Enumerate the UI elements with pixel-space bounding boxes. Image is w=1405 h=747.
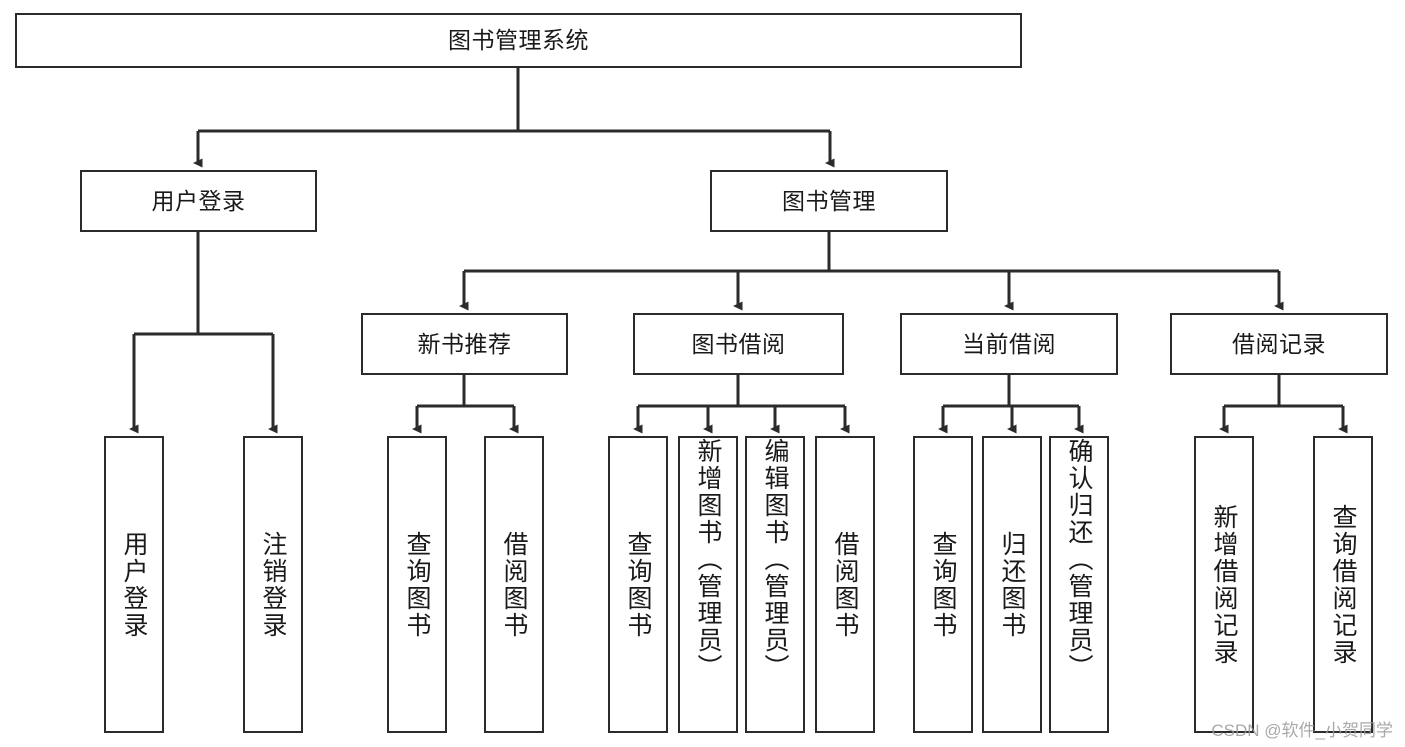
edge-bookborrow-to-leaves	[633, 375, 850, 434]
node-borrow-record[interactable]: 借阅记录	[1170, 313, 1388, 375]
node-new-book-recommend[interactable]: 新书推荐	[361, 313, 568, 375]
leaf-confirm-return-label: 确认归还（管理员）	[1065, 438, 1093, 681]
leaf-query-record-label: 查询借阅记录	[1329, 503, 1357, 666]
node-borrow-record-label: 借阅记录	[1232, 330, 1326, 357]
leaf-add-record-label: 新增借阅记录	[1210, 503, 1238, 666]
leaf-user-login-label: 用户登录	[120, 530, 148, 639]
leaf-user-logout[interactable]: 注销登录	[243, 436, 303, 733]
leaf-query-book-1-label: 查询图书	[403, 530, 431, 639]
node-user-login-label: 用户登录	[151, 187, 246, 214]
leaf-return-book[interactable]: 归还图书	[982, 436, 1042, 733]
leaf-add-book[interactable]: 新增图书（管理员）	[678, 436, 738, 733]
node-current-borrow[interactable]: 当前借阅	[900, 313, 1118, 375]
edge-currentborrow-to-leaves	[938, 375, 1084, 434]
leaf-add-record[interactable]: 新增借阅记录	[1194, 436, 1254, 733]
leaf-borrow-book-2[interactable]: 借阅图书	[815, 436, 875, 733]
node-user-login[interactable]: 用户登录	[80, 170, 317, 232]
leaf-edit-book-label: 编辑图书（管理员）	[761, 438, 789, 681]
node-root-label: 图书管理系统	[448, 27, 589, 53]
node-book-borrow-label: 图书借阅	[691, 330, 786, 357]
node-book-manage[interactable]: 图书管理	[710, 170, 948, 232]
edge-newbook-to-leaves	[412, 375, 519, 434]
leaf-user-logout-label: 注销登录	[259, 530, 287, 639]
leaf-edit-book[interactable]: 编辑图书（管理员）	[745, 436, 805, 733]
leaf-borrow-book-1-label: 借阅图书	[500, 530, 528, 639]
leaf-borrow-book-2-label: 借阅图书	[831, 530, 859, 639]
watermark-text: CSDN @软件_小贺同学	[1211, 721, 1393, 740]
edge-userlogin-to-leaves	[129, 232, 278, 434]
leaf-query-book-1[interactable]: 查询图书	[387, 436, 447, 733]
leaf-query-book-2-label: 查询图书	[624, 530, 652, 639]
leaf-query-book-3[interactable]: 查询图书	[913, 436, 973, 733]
node-book-manage-label: 图书管理	[782, 187, 876, 214]
leaf-return-book-label: 归还图书	[998, 530, 1026, 639]
edge-borrowrecord-to-leaves	[1219, 375, 1348, 434]
node-book-borrow[interactable]: 图书借阅	[633, 313, 844, 375]
node-root[interactable]: 图书管理系统	[15, 13, 1022, 68]
leaf-query-record[interactable]: 查询借阅记录	[1313, 436, 1373, 733]
leaf-query-book-2[interactable]: 查询图书	[608, 436, 668, 733]
node-new-book-recommend-label: 新书推荐	[417, 330, 512, 357]
edge-root-to-level2	[193, 68, 835, 168]
leaf-add-book-label: 新增图书（管理员）	[694, 438, 722, 681]
leaf-query-book-3-label: 查询图书	[929, 530, 957, 639]
edge-bookmanage-to-level3	[459, 232, 1284, 311]
node-current-borrow-label: 当前借阅	[962, 330, 1056, 357]
leaf-user-login[interactable]: 用户登录	[104, 436, 164, 733]
leaf-borrow-book-1[interactable]: 借阅图书	[484, 436, 544, 733]
leaf-confirm-return[interactable]: 确认归还（管理员）	[1049, 436, 1109, 733]
